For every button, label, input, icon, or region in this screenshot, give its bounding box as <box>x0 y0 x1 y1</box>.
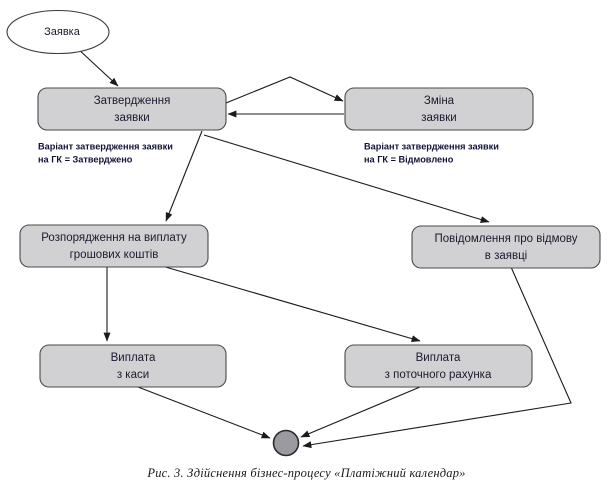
node-change-request[interactable]: Зміна заявки <box>344 87 534 131</box>
rejection-notice-label-line1: Повідомлення про відмову <box>434 233 577 245</box>
edge-approve-to-rejection <box>203 134 490 223</box>
payout-account-box <box>344 344 533 388</box>
annotation-approved-line2: на ГК = Затверджено <box>38 154 133 164</box>
edge-payment-order-to-payout-account <box>161 265 421 343</box>
change-request-box <box>344 87 534 131</box>
edge-start-to-approve <box>76 47 119 87</box>
start-label: Заявка <box>44 26 81 38</box>
annotation-rejected: Варіант затвердження заявки на ГК = Відм… <box>364 141 499 164</box>
approve-request-box <box>37 87 227 131</box>
rejection-notice-label-line2: в заявці <box>485 250 527 262</box>
node-payout-account[interactable]: Виплата з поточного рахунка <box>344 344 533 388</box>
edge-payout-account-to-end <box>300 386 421 438</box>
edge-approve-to-payment-order <box>165 130 203 222</box>
annotation-approved-line1: Варіант затвердження заявки <box>38 141 173 151</box>
payout-cash-label-line2: з каси <box>117 369 149 381</box>
approve-request-label-line2: заявки <box>114 112 149 124</box>
payout-account-label-line1: Виплата <box>416 352 461 364</box>
change-request-label-line2: заявки <box>421 112 456 124</box>
node-approve-request[interactable]: Затвердження заявки <box>37 87 227 131</box>
payout-cash-box <box>39 344 227 388</box>
annotation-rejected-line1: Варіант затвердження заявки <box>364 141 499 151</box>
end-circle-shape <box>272 429 300 457</box>
node-rejection-notice[interactable]: Повідомлення про відмову в заявці <box>411 225 601 269</box>
change-request-label-line1: Зміна <box>424 95 455 107</box>
payment-order-label-line2: грошових коштів <box>70 249 159 261</box>
node-end[interactable] <box>272 429 300 457</box>
payment-order-label-line1: Розпорядження на виплату <box>41 232 187 244</box>
edge-rejection-to-end <box>302 266 572 449</box>
annotation-approved: Варіант затвердження заявки на ГК = Затв… <box>38 141 173 164</box>
node-payment-order[interactable]: Розпорядження на виплату грошових коштів <box>19 224 209 268</box>
payment-order-box <box>19 224 209 268</box>
annotation-rejected-line2: на ГК = Відмовлено <box>364 154 454 164</box>
payout-account-label-line2: з поточного рахунка <box>385 369 492 381</box>
node-payout-cash[interactable]: Виплата з каси <box>39 344 227 388</box>
payout-cash-label-line1: Виплата <box>111 352 156 364</box>
start-ellipse-shape <box>6 9 110 55</box>
edge-payout-cash-to-end <box>137 386 271 439</box>
edge-approve-to-change <box>225 76 344 104</box>
node-start[interactable]: Заявка <box>6 9 110 55</box>
approve-request-label-line1: Затвердження <box>94 95 171 107</box>
figure-caption: Рис. 3. Здійснення бізнес-процесу «Платі… <box>147 466 466 480</box>
rejection-notice-box <box>411 225 601 269</box>
